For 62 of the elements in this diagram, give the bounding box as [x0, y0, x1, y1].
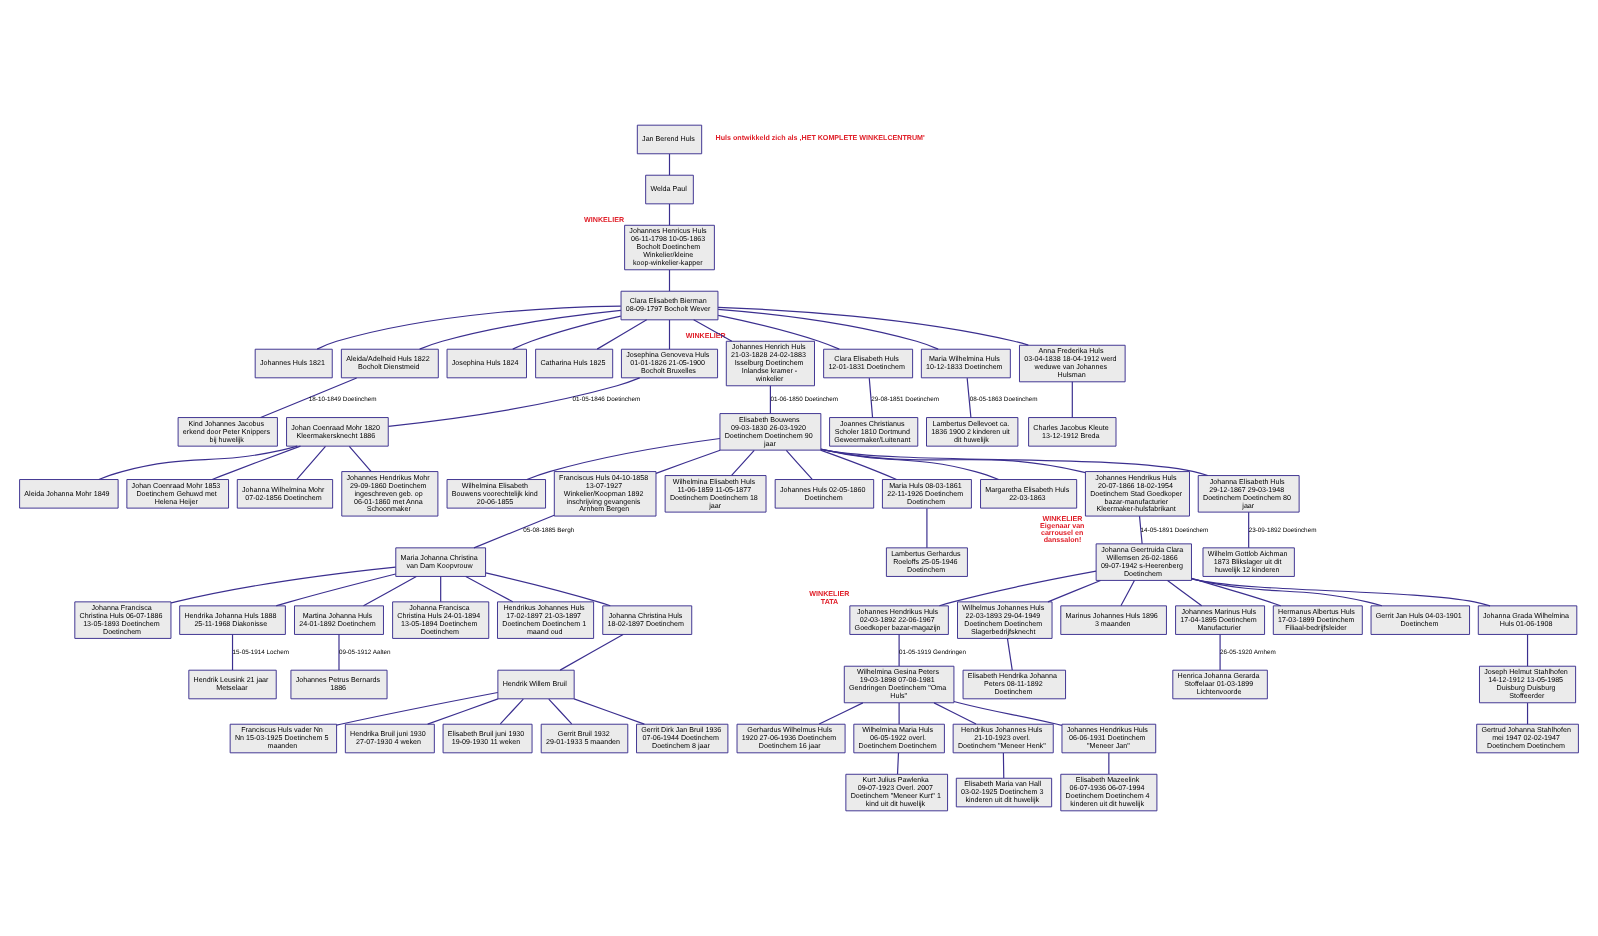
- connector: [387, 377, 641, 427]
- connector: [1071, 381, 1073, 419]
- connector: [769, 385, 771, 414]
- connector: [898, 702, 900, 725]
- connector: [1526, 633, 1529, 667]
- connector: [966, 377, 972, 419]
- connector: [211, 445, 302, 481]
- connector: [668, 319, 671, 350]
- connector: [1191, 577, 1282, 607]
- connector: [440, 576, 442, 603]
- connector: [1108, 752, 1110, 775]
- connector: [98, 445, 298, 481]
- connector: [926, 507, 928, 549]
- connector: [548, 698, 573, 725]
- connector: [348, 445, 372, 473]
- connector: [275, 573, 397, 607]
- connector: [512, 315, 622, 350]
- connector: [1002, 752, 1005, 779]
- connector: [818, 702, 864, 725]
- connector: [1006, 637, 1013, 671]
- connector: [820, 448, 1209, 477]
- connector: [717, 314, 840, 350]
- connector: [1219, 633, 1221, 671]
- connector: [898, 633, 900, 667]
- connector: [427, 698, 499, 725]
- connector: [868, 377, 874, 419]
- connector: [785, 449, 813, 480]
- connector: [717, 308, 939, 350]
- connector: [1526, 702, 1529, 725]
- connector: [473, 514, 555, 549]
- connector: [596, 319, 648, 350]
- connector: [1120, 579, 1135, 607]
- connector: [820, 448, 1000, 481]
- connector: [465, 575, 514, 603]
- connector: [1191, 578, 1491, 607]
- connector: [1248, 511, 1250, 549]
- connector: [559, 633, 624, 671]
- connector: [933, 702, 977, 725]
- connector: [526, 437, 721, 481]
- connector: [717, 306, 1029, 346]
- connector: [338, 633, 340, 671]
- connector: [655, 449, 721, 474]
- connector: [296, 445, 327, 480]
- connector: [1190, 578, 1383, 607]
- connector: [170, 566, 397, 604]
- connector: [668, 269, 671, 292]
- connector: [819, 449, 898, 481]
- connector: [731, 449, 755, 476]
- connector: [1138, 515, 1143, 545]
- connector: [362, 575, 417, 607]
- connector: [668, 203, 671, 226]
- connector: [260, 377, 358, 419]
- connector: [1047, 579, 1102, 603]
- connector: [231, 633, 234, 671]
- connector: [499, 698, 524, 725]
- connector: [573, 698, 645, 725]
- connector: [316, 305, 622, 350]
- connector: [896, 752, 900, 775]
- connector: [419, 309, 622, 350]
- connector: [1166, 579, 1203, 607]
- connector: [485, 572, 611, 607]
- connector: [668, 153, 671, 176]
